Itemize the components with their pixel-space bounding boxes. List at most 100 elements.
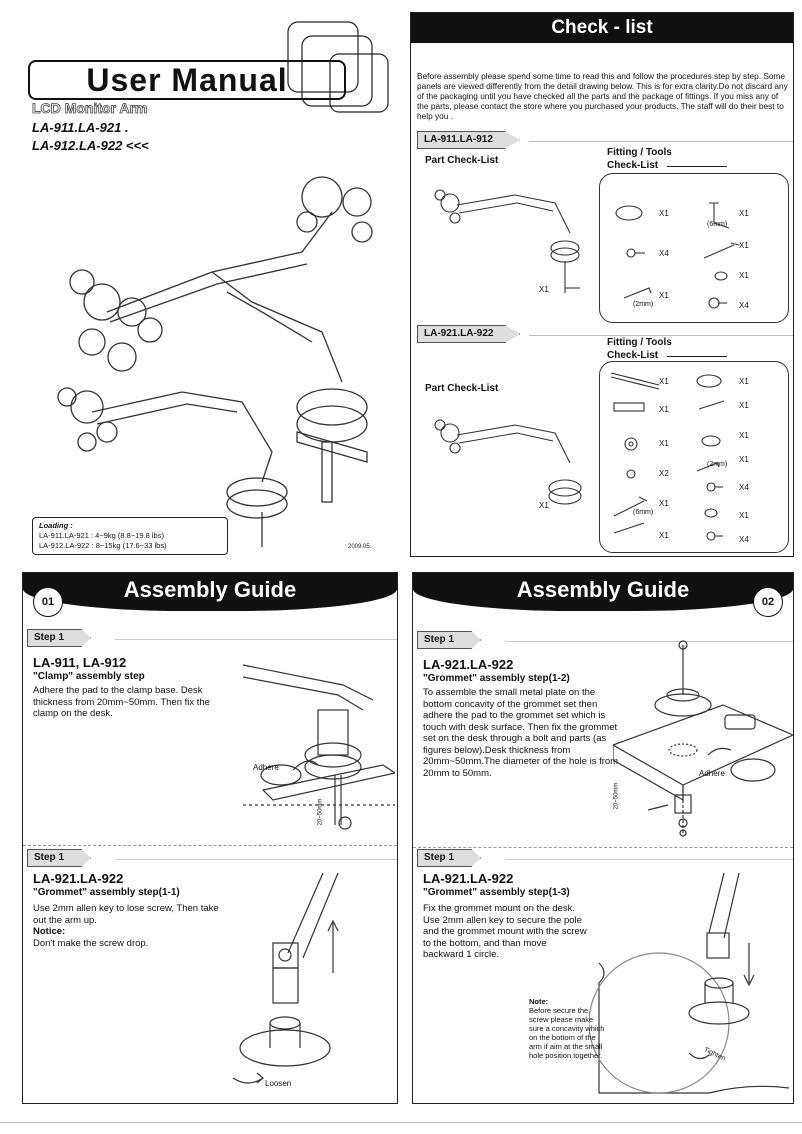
note-label: Note: xyxy=(529,997,549,1006)
notice-body: Don't make the screw drop. xyxy=(33,938,149,949)
section-tab-la921: LA-921.LA-922 xyxy=(417,325,521,343)
step-title: LA-921.LA-922 xyxy=(33,871,124,886)
step-subtitle: "Grommet" assembly step(1-1) xyxy=(33,887,180,898)
step-line xyxy=(115,859,397,860)
assembly-guide-01: Assembly Guide 01 Step 1 LA-911, LA-912 … xyxy=(22,572,398,1104)
fitting-checklist-label: Check-List xyxy=(607,160,659,171)
triple-arm-illustration xyxy=(57,176,373,547)
step-title: LA-921.LA-922 xyxy=(423,871,514,886)
qty-label: X1 xyxy=(739,271,749,280)
step-subtitle: "Grommet" assembly step(1-2) xyxy=(423,673,570,684)
step-subtitle: "Grommet" assembly step(1-3) xyxy=(423,887,570,898)
cover-panel: User Manual LCD Monitor Arm LA-911.LA-92… xyxy=(12,12,398,557)
qty-label: X1 xyxy=(659,209,669,218)
step-subtitle: "Clamp" assembly step xyxy=(33,671,145,682)
step-line xyxy=(115,639,397,640)
thickness-label: 20~50mm xyxy=(613,782,620,810)
qty-label: X1 xyxy=(539,285,549,294)
step-line xyxy=(505,859,793,860)
loading-label: Loading : xyxy=(39,521,73,530)
loosen-label: Loosen xyxy=(265,1079,292,1088)
size-label: (6mm) xyxy=(633,509,654,516)
grommet-tighten-illustration xyxy=(589,873,790,1094)
step-tab: Step 1 xyxy=(27,849,92,867)
part-checklist-label: Part Check-List xyxy=(425,155,499,166)
part-checklist-label: Part Check-List xyxy=(425,383,499,394)
adhere-label: Adhere xyxy=(253,763,279,772)
qty-label: X4 xyxy=(739,483,749,492)
fittings-icons-2 xyxy=(610,372,725,541)
fittings-icons-1 xyxy=(615,202,740,309)
adhere-label: Adhere xyxy=(699,769,725,778)
fittings-box-1 xyxy=(599,173,789,323)
checklist-panel: Check - list Before assembly please spen… xyxy=(410,12,794,557)
qty-label: X1 xyxy=(659,499,669,508)
qty-label: X1 xyxy=(739,401,749,410)
guide-header: Assembly Guide xyxy=(23,573,397,611)
note-body: Before secure the screw please make sure… xyxy=(529,1006,605,1060)
arm-sketch-2 xyxy=(434,419,582,505)
loading-row: LA-911.LA-921 : 4~9kg (8.8~19.8 lbs) xyxy=(39,531,164,540)
manual-title: User Manual xyxy=(28,60,346,100)
page-bottom-rule xyxy=(0,1122,802,1123)
section-line xyxy=(529,335,793,336)
thickness-label: 20~50mm xyxy=(317,798,324,826)
page-number: 01 xyxy=(33,587,63,617)
fittings-box-2 xyxy=(599,361,789,553)
product-subtitle: LCD Monitor Arm xyxy=(32,100,148,117)
step-body: To assemble the small metal plate on the… xyxy=(423,687,619,779)
qty-label: X1 xyxy=(739,241,749,250)
step-line xyxy=(505,641,793,642)
qty-label: X1 xyxy=(739,209,749,218)
qty-label: X1 xyxy=(739,511,749,520)
models-line-2: LA-912.LA-922 <<< xyxy=(32,138,149,153)
step-tab: Step 1 xyxy=(417,631,482,649)
step-body: Fix the grommet mount on the desk. Use 2… xyxy=(423,903,587,960)
notice-label: Notice: xyxy=(33,926,66,937)
grommet-set-illustration xyxy=(613,640,793,837)
qty-label: X4 xyxy=(659,249,669,258)
checklist-intro: Before assembly please spend some time t… xyxy=(417,71,788,121)
loading-box: Loading : LA-911.LA-921 : 4~9kg (8.8~19.… xyxy=(32,517,228,555)
section-divider xyxy=(23,845,397,846)
label-underline xyxy=(667,356,727,357)
step-tab: Step 1 xyxy=(417,849,482,867)
qty-label: X1 xyxy=(659,531,669,540)
size-label: (6mm) xyxy=(707,221,728,228)
section-line xyxy=(529,141,793,142)
fitting-tools-label: Fitting / Tools xyxy=(607,337,672,348)
cover-decor xyxy=(57,21,389,547)
section-divider xyxy=(413,847,793,848)
fitting-checklist-label: Check-List xyxy=(607,350,659,361)
section-tab-la911: LA-911.LA-912 xyxy=(417,131,520,149)
size-label: (2mm) xyxy=(707,461,728,468)
qty-label: X1 xyxy=(659,377,669,386)
qty-label: X1 xyxy=(659,291,669,300)
clamp-illustration xyxy=(242,664,395,830)
assembly-guide-02: Assembly Guide 02 Step 1 LA-921.LA-922 "… xyxy=(412,572,794,1104)
print-date: 2009.05. xyxy=(348,544,372,550)
checklist-header: Check - list xyxy=(411,13,793,43)
qty-label: X1 xyxy=(739,377,749,386)
step-title: LA-921.LA-922 xyxy=(423,657,514,672)
qty-label: X1 xyxy=(659,439,669,448)
step-body: Use 2mm allen key to lose screw, Then ta… xyxy=(33,903,219,926)
loading-row: LA-912.LA-922 : 8~15kg (17.6~33 lbs) xyxy=(39,541,167,550)
qty-label: X2 xyxy=(659,469,669,478)
grommet-loosen-illustration xyxy=(232,873,339,1084)
qty-label: X4 xyxy=(739,301,749,310)
fitting-tools-label: Fitting / Tools xyxy=(607,147,672,158)
page-number: 02 xyxy=(753,587,783,617)
qty-label: X4 xyxy=(739,535,749,544)
qty-label: X1 xyxy=(539,501,549,510)
qty-label: X1 xyxy=(739,431,749,440)
guide-header: Assembly Guide xyxy=(413,573,793,611)
qty-label: X1 xyxy=(739,455,749,464)
step-body: Adhere the pad to the clamp base. Desk t… xyxy=(33,685,210,719)
qty-label: X1 xyxy=(659,405,669,414)
step-tab: Step 1 xyxy=(27,629,92,647)
models-line-1: LA-911.LA-921 . xyxy=(32,120,129,135)
step-title: LA-911, LA-912 xyxy=(33,655,127,670)
size-label: (2mm) xyxy=(633,301,654,308)
label-underline xyxy=(667,166,727,167)
